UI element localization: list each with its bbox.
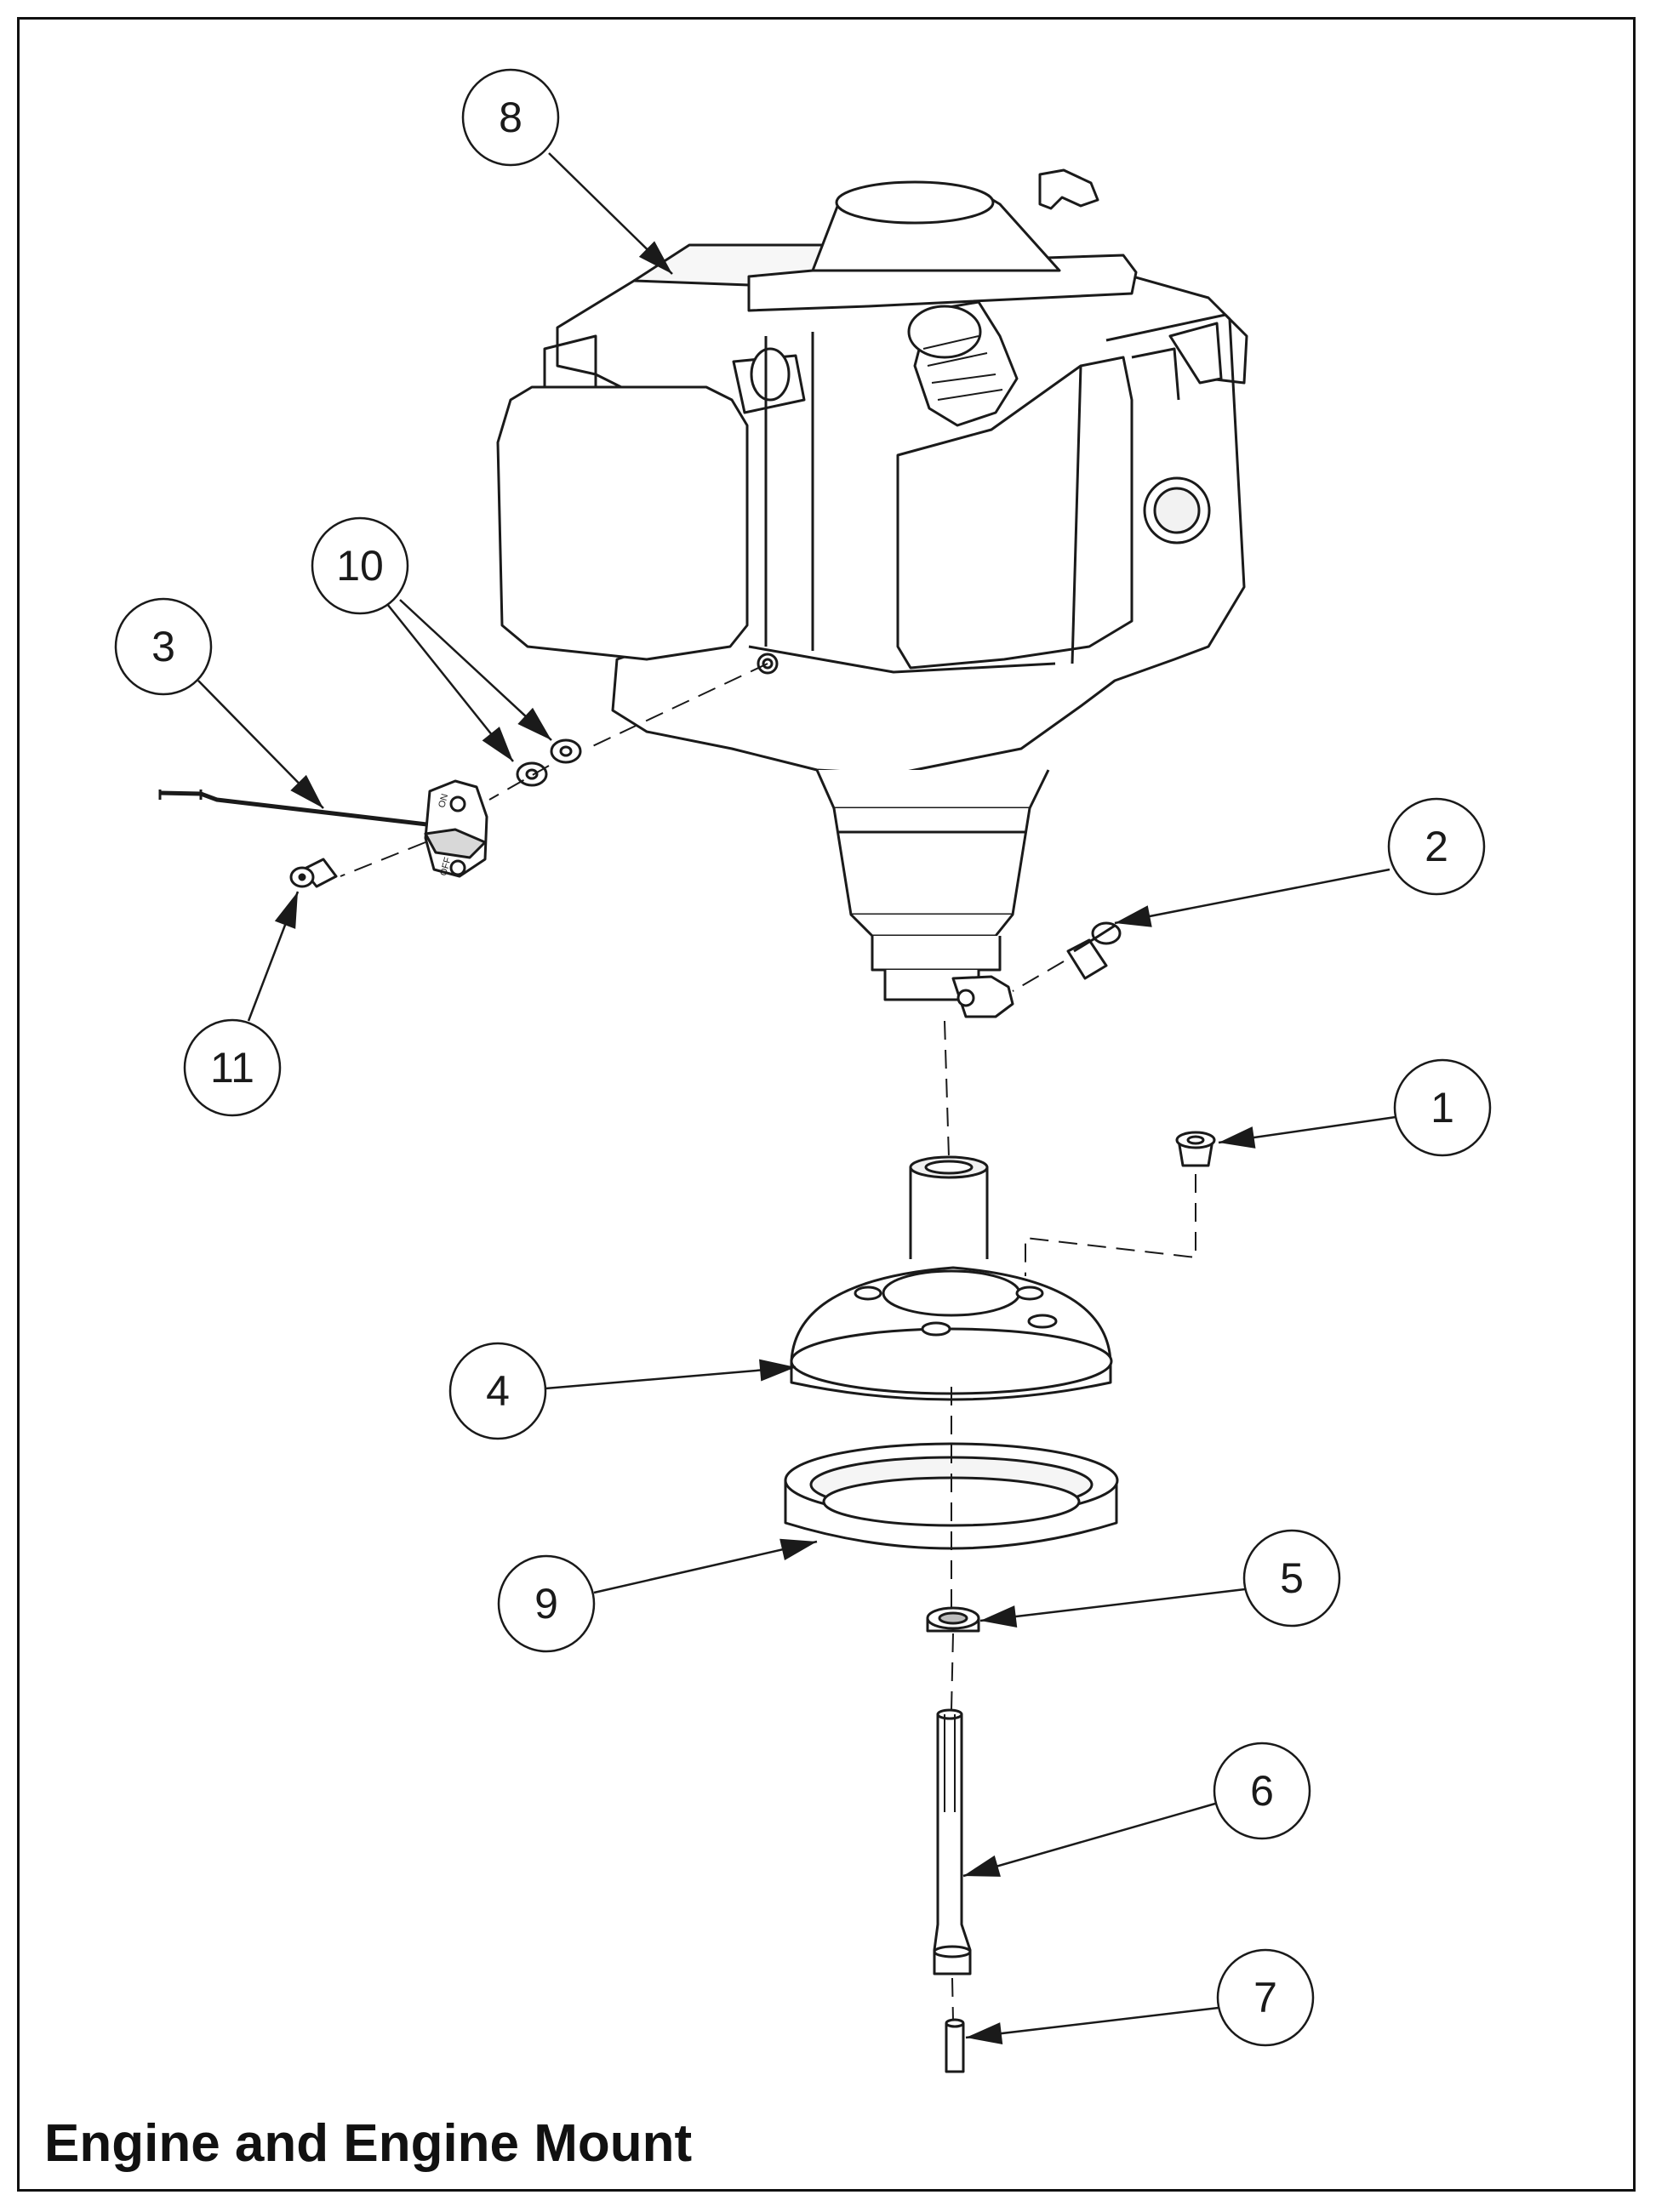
callout-4-number: 4	[486, 1367, 510, 1415]
callout-5-circle	[1242, 1529, 1341, 1628]
callout-2-arrowhead	[1115, 905, 1152, 927]
plug-part	[1175, 1131, 1216, 1167]
callout-2-leader-line	[1114, 868, 1390, 925]
callout-2-circle	[1387, 797, 1486, 896]
shaft-part	[933, 1708, 972, 1975]
callout-6-arrowhead	[963, 1855, 1001, 1877]
callout-1-bubble: 1	[1393, 1058, 1492, 1157]
callout-10-bubble: 10	[311, 516, 409, 615]
callout-5-number: 5	[1280, 1554, 1304, 1602]
washer-parts	[516, 738, 582, 787]
callout-11-bubble: 11	[183, 1018, 282, 1117]
diagram-border	[17, 17, 1636, 2192]
callout-9-number: 9	[534, 1580, 558, 1628]
callout-1-arrowhead	[1219, 1126, 1256, 1149]
callout-7-arrowhead	[966, 2022, 1003, 2044]
bolt-part	[1066, 921, 1122, 980]
callout-7-leader-line	[965, 2006, 1219, 2039]
callout-1-number: 1	[1430, 1084, 1454, 1132]
callout-8-circle	[461, 68, 560, 167]
callout-8-number: 8	[499, 94, 522, 141]
callout-7-bubble: 7	[1216, 1948, 1315, 2047]
screw-part	[289, 858, 338, 888]
callout-bubbles: 1 2 3 4 5 6 7 8 9 10 11	[114, 68, 1492, 2047]
callout-10-circle	[311, 516, 409, 615]
callout-7-number: 7	[1253, 1974, 1277, 2021]
callout-6-bubble: 6	[1213, 1742, 1311, 1840]
callout-4-circle	[448, 1342, 547, 1440]
callout-4-leader-line	[545, 1365, 797, 1390]
callout-5-arrowhead	[980, 1605, 1018, 1628]
callout-6-number: 6	[1250, 1767, 1274, 1815]
callout-9-leader-line	[593, 1540, 818, 1594]
callout-leaders	[197, 152, 1396, 2044]
callout-1-circle	[1393, 1058, 1492, 1157]
assembly-lines	[340, 663, 1196, 2021]
callout-6-leader-line	[962, 1802, 1216, 1878]
switch-off-label: OFF	[438, 856, 453, 877]
engine-body	[496, 168, 1248, 1018]
callout-3-number: 3	[151, 623, 175, 670]
callout-8-arrowhead	[638, 241, 672, 274]
callout-9-bubble: 9	[497, 1554, 596, 1653]
callout-4-bubble: 4	[448, 1342, 547, 1440]
callout-9-arrowhead	[779, 1538, 817, 1561]
callout-10-arrowhead	[517, 707, 551, 740]
callout-10-arrowhead	[482, 727, 513, 761]
callout-11-circle	[183, 1018, 282, 1117]
bearing-part	[926, 1606, 980, 1633]
callout-11-arrowhead	[274, 892, 298, 929]
engine-mount-part	[790, 1155, 1113, 1401]
diagram-title: Engine and Engine Mount	[44, 2114, 693, 2173]
callout-3-circle	[114, 597, 213, 696]
callout-3-bubble: 3	[114, 597, 213, 696]
callout-7-circle	[1216, 1948, 1315, 2047]
callout-5-leader-line	[979, 1588, 1246, 1622]
callout-3-arrowhead	[290, 774, 323, 808]
callout-10-number: 10	[336, 542, 384, 590]
switch-on-label: ON	[437, 793, 450, 809]
mount-parts: ON OFF	[158, 738, 1216, 2073]
pin-part	[945, 2018, 965, 2073]
callout-9-circle	[497, 1554, 596, 1653]
throttle-cable-part	[158, 790, 435, 828]
callout-2-number: 2	[1425, 823, 1448, 870]
callout-2-bubble: 2	[1387, 797, 1486, 896]
callout-8-bubble: 8	[461, 68, 560, 167]
callout-4-arrowhead	[759, 1359, 796, 1382]
callout-5-bubble: 5	[1242, 1529, 1341, 1628]
callout-11-number: 11	[210, 1044, 254, 1092]
callout-6-circle	[1213, 1742, 1311, 1840]
switch-bracket-part: ON OFF	[424, 779, 488, 878]
